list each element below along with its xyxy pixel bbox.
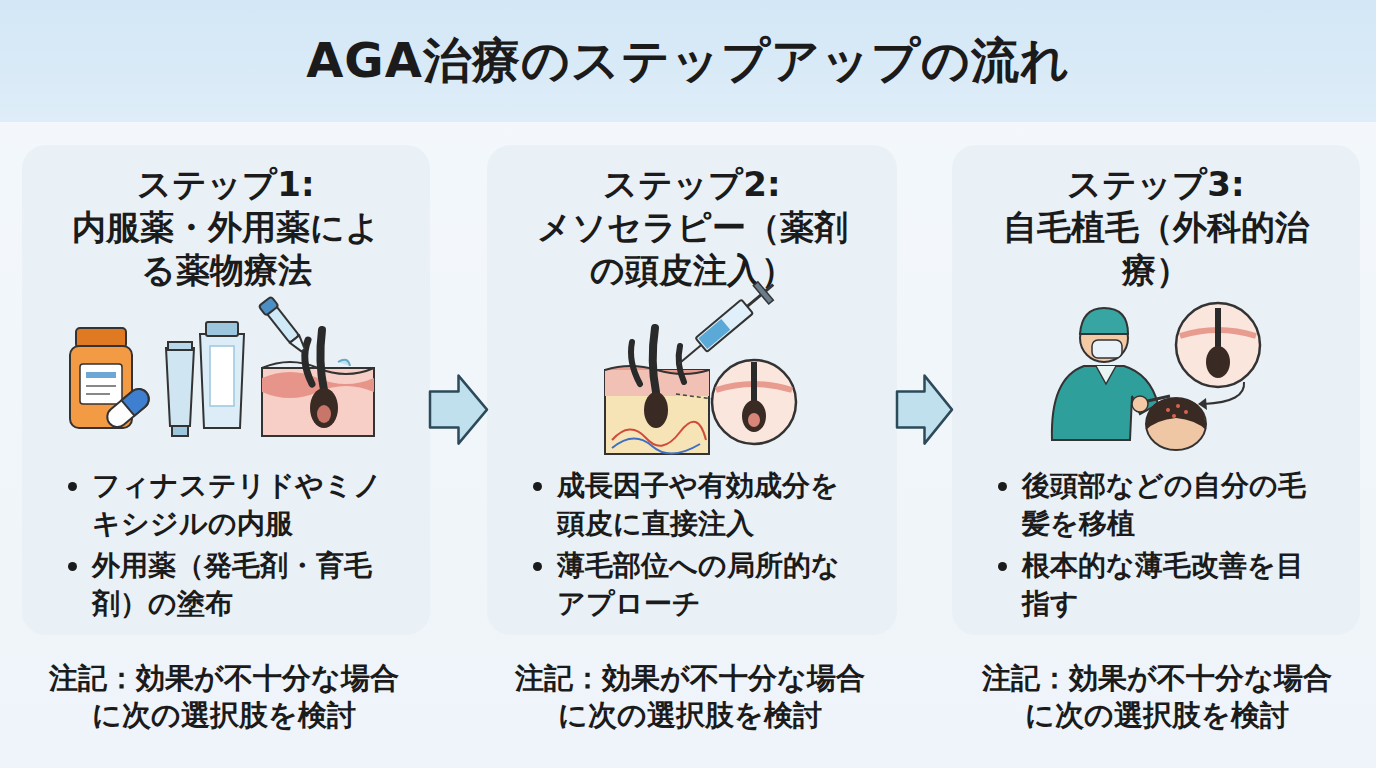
bullet-item: フィナステリドやミノキシジルの内服 <box>92 467 384 543</box>
step-title: メソセラピー（薬剤の頭皮注入） <box>522 206 862 292</box>
step-number: ステップ2: <box>522 163 862 206</box>
note-text: 注記：効果が不十分な場合に次の選択肢を検討 <box>979 660 1335 734</box>
bullet-item: 根本的な薄毛改善を目指す <box>1022 547 1314 623</box>
step-title: 自毛植毛（外科的治療） <box>986 206 1326 292</box>
step-panel: ステップ3:自毛植毛（外科的治療） 後頭部などの自分の毛髪を移植根本的な薄毛改善を… <box>952 145 1360 635</box>
note-text: 注記：効果が不十分な場合に次の選択肢を検討 <box>512 660 868 734</box>
bullet-item: 後頭部などの自分の毛髪を移植 <box>1022 467 1314 543</box>
diagram-title: AGA治療のステップアップの流れ <box>306 29 1070 93</box>
step-title: 内服薬・外用薬による薬物療法 <box>56 206 396 292</box>
step-panel: ステップ2:メソセラピー（薬剤の頭皮注入） 成長因子や有効成分を頭皮に直接注入薄毛… <box>487 145 897 635</box>
title-band: AGA治療のステップアップの流れ <box>0 0 1376 122</box>
step-number: ステップ1: <box>56 163 396 206</box>
note-text: 注記：効果が不十分な場合に次の選択肢を検討 <box>46 660 402 734</box>
block-arrow <box>430 376 487 444</box>
bullet-list: 後頭部などの自分の毛髪を移植根本的な薄毛改善を目指す <box>992 467 1314 627</box>
step-panel: ステップ1:内服薬・外用薬による薬物療法フィナステリドやミノキシジルの内服外用薬… <box>22 145 430 635</box>
bullet-item: 薄毛部位への局所的なアプローチ <box>557 547 849 623</box>
bullet-list: 成長因子や有効成分を頭皮に直接注入薄毛部位への局所的なアプローチ <box>527 467 849 627</box>
bullet-item: 外用薬（発毛剤・育毛剤）の塗布 <box>92 547 384 623</box>
block-arrow <box>897 376 952 444</box>
bullet-list: フィナステリドやミノキシジルの内服外用薬（発毛剤・育毛剤）の塗布 <box>62 467 384 627</box>
bullet-item: 成長因子や有効成分を頭皮に直接注入 <box>557 467 849 543</box>
step-number: ステップ3: <box>986 163 1326 206</box>
